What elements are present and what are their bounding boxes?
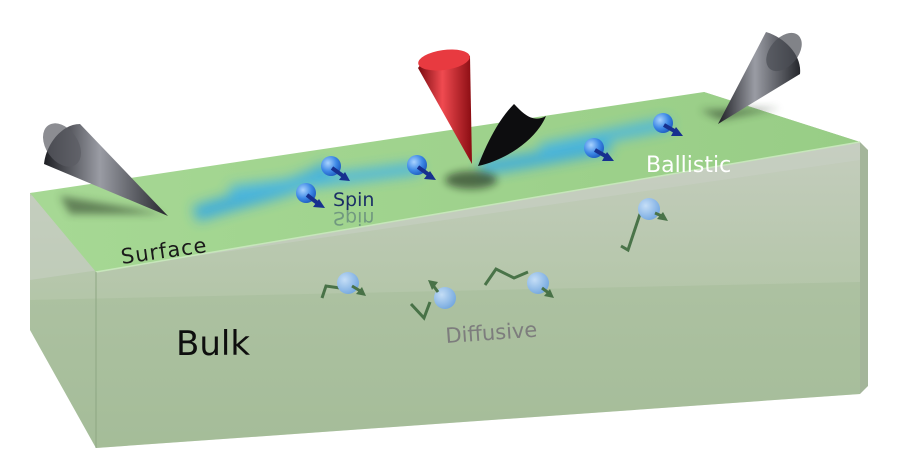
spin-label-reflection: Spin [333, 207, 374, 229]
slab-side-face [860, 142, 868, 394]
ballistic-label: Ballistic [646, 153, 731, 178]
curved-tip-probe-icon [478, 104, 546, 166]
spin-particles [296, 113, 683, 208]
bulk-particle [320, 272, 366, 299]
right-probe [718, 32, 802, 124]
probe-shadows [60, 108, 780, 214]
spin-particle [584, 138, 614, 161]
spin-particle [296, 183, 325, 208]
spin-particle [321, 156, 350, 181]
bulk-particle [620, 198, 668, 253]
slab-bottom-band [30, 282, 860, 448]
bulk-particles [320, 198, 668, 321]
center-red-probe [418, 49, 472, 164]
red-cone-probe-icon [418, 52, 472, 164]
bulk-particle [409, 280, 456, 321]
bulk-label: Bulk [176, 324, 250, 364]
left-probe [42, 123, 168, 216]
spin-particle [407, 155, 436, 180]
spin-label: Spin [333, 189, 374, 211]
slab-edge [95, 141, 861, 273]
slab-top-face [30, 92, 860, 272]
bulk-particle [483, 267, 554, 298]
spin-particle [653, 113, 683, 136]
